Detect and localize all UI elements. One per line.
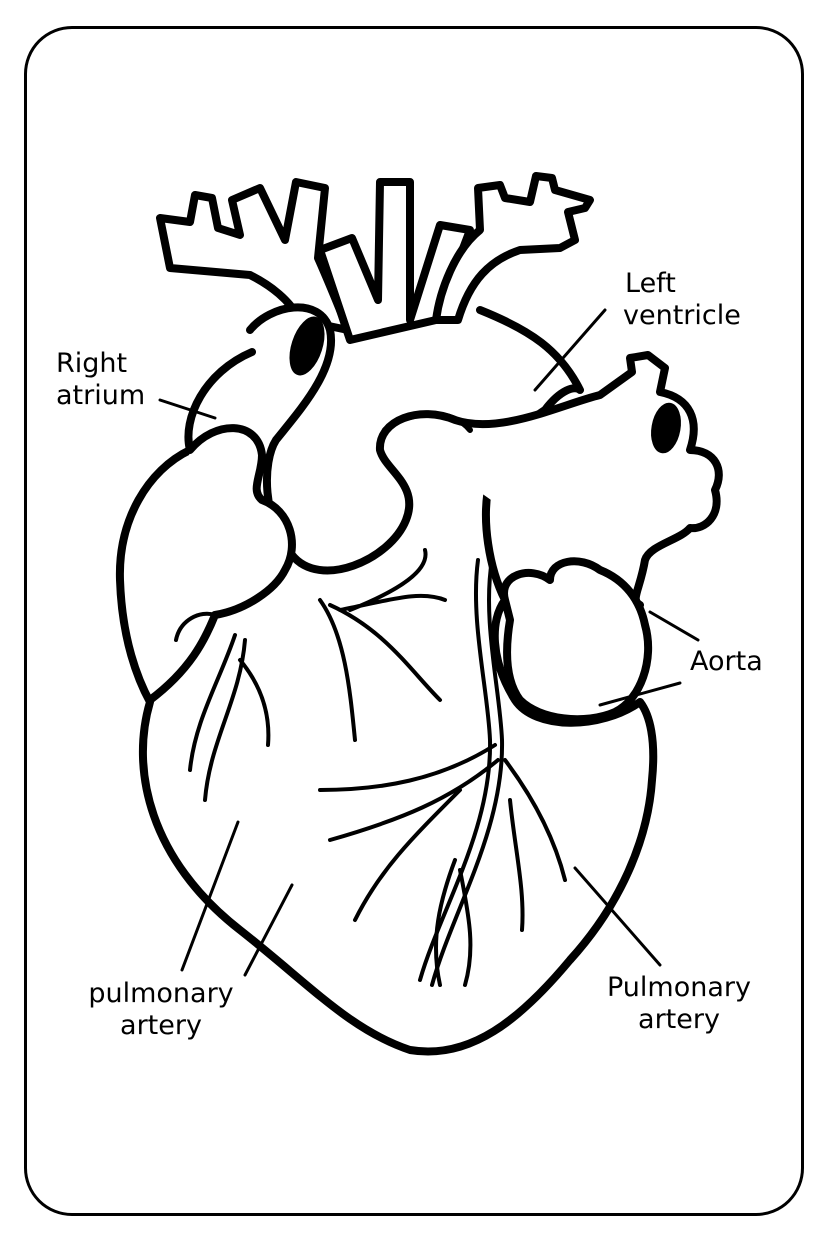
label-aorta: Aorta <box>690 646 763 677</box>
leader-aorta-1 <box>648 610 700 642</box>
leader-left-ventricle <box>533 308 607 392</box>
label-pulmonary-artery-right: Pulmonary artery <box>607 972 751 1035</box>
right-atrium-lobe <box>146 424 296 704</box>
vessel-opening-right <box>651 402 681 454</box>
label-pulmonary-artery-left: pulmonary artery <box>88 978 234 1041</box>
leader-pulmonary-left-2 <box>243 883 294 977</box>
leader-pulmonary-right <box>573 866 662 967</box>
leader-pulmonary-left-1 <box>180 820 240 972</box>
vessel-opening-left <box>289 316 325 376</box>
leader-aorta-2 <box>598 681 682 707</box>
label-right-atrium: Right atrium <box>56 348 146 411</box>
leader-right-atrium <box>158 398 217 420</box>
left-auricle <box>500 557 653 724</box>
label-left-ventricle: Left ventricle <box>623 268 741 331</box>
coronary-vessels <box>188 548 567 987</box>
right-vessel-branch <box>432 172 594 324</box>
